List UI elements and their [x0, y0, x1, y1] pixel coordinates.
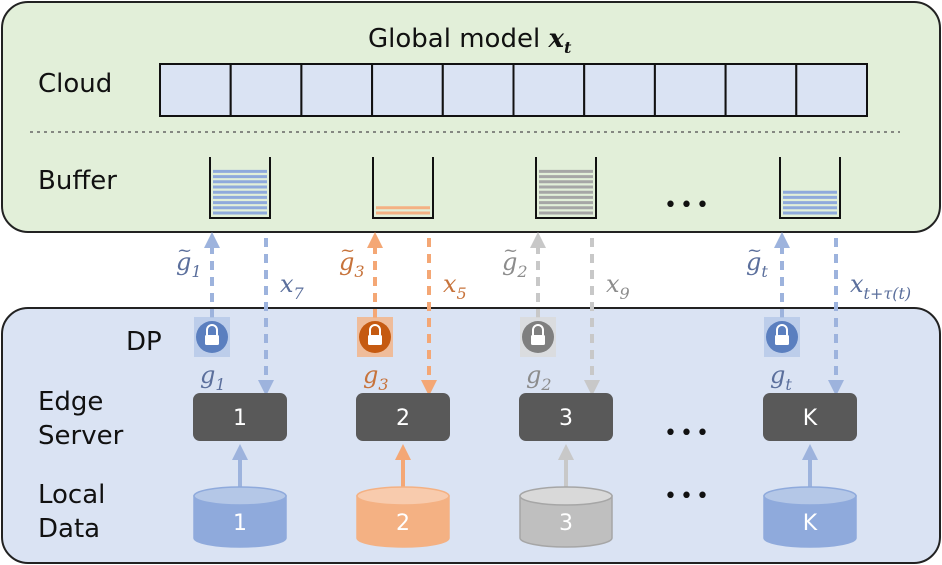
edge-server-label-line2: Server — [38, 421, 124, 451]
lock-icon-body — [205, 335, 219, 345]
model-cell — [583, 63, 656, 117]
cylinder-top — [193, 486, 287, 506]
noisy-gradient-label-tilde: ~ — [503, 240, 518, 261]
cylinder-body — [519, 495, 613, 548]
noisy-gradient-label: g1 — [176, 248, 202, 281]
local-gradient-label: g2 — [526, 361, 552, 394]
model-version-label: x5 — [443, 270, 467, 303]
buffer-container — [779, 157, 841, 219]
edge-server-box — [519, 393, 613, 441]
model-cell — [512, 63, 586, 117]
noisy-gradient-label: g3 — [339, 248, 365, 281]
cylinder-body — [193, 495, 287, 548]
local-gradient-label: g1 — [200, 361, 226, 394]
noisy-gradient-label-tilde: ~ — [177, 240, 192, 261]
edge-server-label-line1: Edge — [38, 387, 103, 417]
lock-icon-shackle — [369, 324, 381, 335]
cloud-label: Cloud — [38, 69, 112, 99]
noisy-gradient-label: g2 — [502, 248, 528, 281]
global-model-vector — [159, 63, 868, 117]
buffer-container — [209, 157, 271, 219]
cylinder-body — [763, 495, 857, 548]
buffer-container — [372, 157, 434, 219]
local-data-label-line2: Data — [38, 514, 100, 544]
lock-icon-shackle — [776, 324, 788, 335]
buffer-2 — [372, 157, 434, 219]
cloud-panel: Global model xt Cloud Buffer ••• — [1, 1, 941, 233]
buffer-3 — [535, 157, 597, 219]
model-cell — [441, 63, 515, 117]
local-data-id: 2 — [396, 511, 410, 536]
local-data-cylinder: 3 — [519, 486, 613, 548]
edge-server-box — [193, 393, 287, 441]
model-cell — [300, 63, 374, 117]
global-model-title: Global model xt — [368, 24, 572, 57]
edge-server-id: 2 — [396, 406, 410, 431]
local-data-id: 3 — [559, 511, 573, 536]
edge-server-id: 1 — [233, 406, 247, 431]
server-ellipsis: ••• — [664, 421, 712, 446]
local-data-cylinder: 2 — [356, 486, 450, 548]
buffers — [209, 157, 841, 219]
edge-server-box — [763, 393, 857, 441]
model-cell — [795, 63, 868, 117]
edge-server-id: 3 — [559, 406, 573, 431]
model-version-label: xt+τ(t) — [850, 270, 911, 303]
cylinder-top — [519, 486, 613, 506]
edge-server-id: K — [803, 406, 818, 431]
lock-icon-body — [775, 335, 789, 345]
model-cell — [229, 63, 303, 117]
lock-icon — [357, 317, 393, 357]
lock-icon-shackle — [532, 324, 544, 335]
buffer-label: Buffer — [38, 166, 117, 196]
cylinder-top — [763, 486, 857, 506]
lock-icon-body — [531, 335, 545, 345]
dp-label: DP — [126, 327, 162, 357]
model-version-label: x9 — [606, 270, 630, 303]
lock-icon — [520, 317, 556, 357]
model-cell — [653, 63, 727, 117]
noisy-gradient-label-tilde: ~ — [340, 240, 355, 261]
edge-server-box — [356, 393, 450, 441]
model-cell — [724, 63, 798, 117]
model-cell — [159, 63, 232, 117]
noisy-gradient-label: gt — [746, 248, 768, 281]
local-data-label-line1: Local — [38, 480, 105, 510]
local-data-cylinder: 1 — [193, 486, 287, 548]
local-gradient-label: g3 — [363, 361, 389, 394]
cylinder-top — [356, 486, 450, 506]
model-cell — [371, 63, 444, 117]
model-version-label: x7 — [280, 270, 305, 303]
buffer-1 — [209, 157, 271, 219]
local-data-id: 1 — [233, 511, 247, 536]
client-columns: g1~x7g111g3~x5g322g2~x9g233gt~xt+τ(t)gtK… — [176, 232, 911, 548]
noisy-gradient-label-tilde: ~ — [747, 240, 762, 261]
buffer-K — [779, 157, 841, 219]
lock-icon-shackle — [206, 324, 218, 335]
lock-icon — [764, 317, 800, 357]
lock-icon — [194, 317, 230, 357]
local-gradient-label: gt — [770, 361, 792, 394]
lock-icon-body — [368, 335, 382, 345]
cylinder-body — [356, 495, 450, 548]
local-data-cylinder: K — [763, 486, 857, 548]
buffer-container — [535, 157, 597, 219]
local-data-id: K — [803, 511, 818, 536]
data-ellipsis: ••• — [664, 484, 712, 509]
buffer-ellipsis: ••• — [664, 193, 712, 218]
